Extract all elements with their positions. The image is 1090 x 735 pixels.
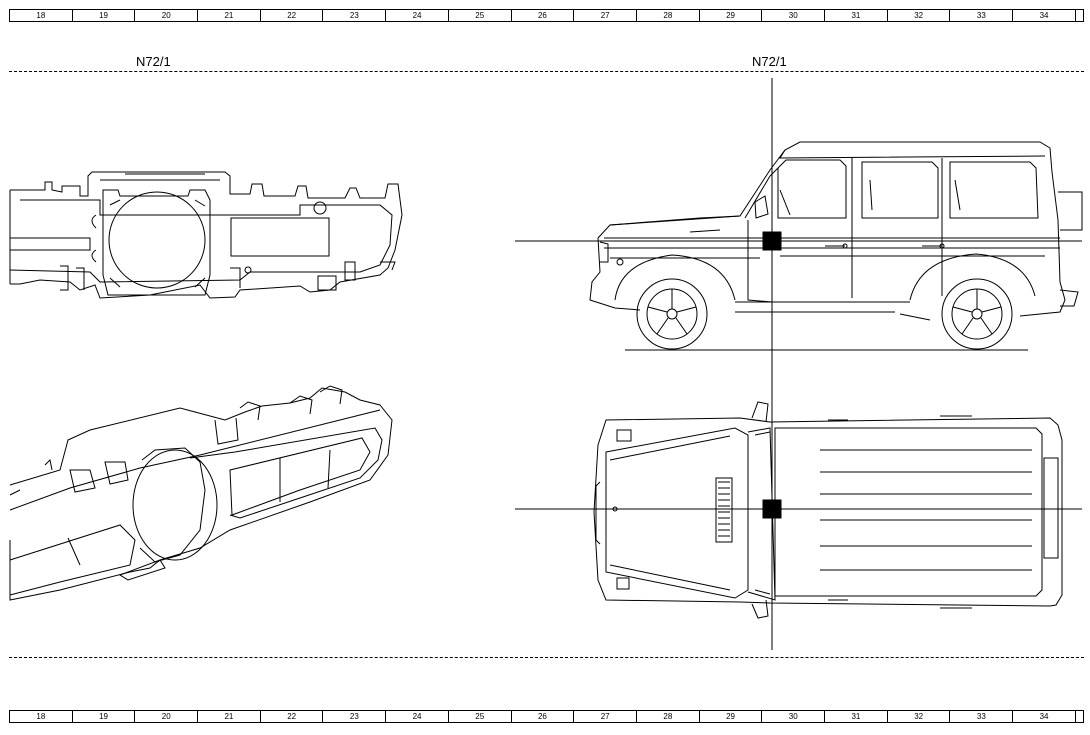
ruler-bottom-cell-28: 28 <box>637 711 700 722</box>
vehicle-top-view <box>593 401 1063 619</box>
component-location-marker-side <box>762 231 782 251</box>
ruler-bottom-cell-25: 25 <box>449 711 512 722</box>
ruler-bottom-cell-20: 20 <box>135 711 199 722</box>
ruler-top-cell-33: 33 <box>951 10 1014 21</box>
ruler-top-cell-18: 18 <box>10 10 73 21</box>
component-location-marker-top <box>762 499 782 519</box>
ruler-bottom-cell-22: 22 <box>261 711 324 722</box>
ruler-top-cell-32: 32 <box>888 10 951 21</box>
ruler-top-cell-25: 25 <box>449 10 512 21</box>
ruler-bottom-cell-26: 26 <box>512 711 575 722</box>
ruler-bottom-cell-31: 31 <box>825 711 888 722</box>
ruler-bottom-cell-32: 32 <box>888 711 951 722</box>
ruler-top-cell-20: 20 <box>135 10 199 21</box>
ruler-top-cell-22: 22 <box>261 10 324 21</box>
location-crosshairs <box>515 78 1082 650</box>
ruler-bottom-cell-34: 34 <box>1013 711 1076 722</box>
ruler-bottom-cell-23: 23 <box>324 711 387 722</box>
ruler-top-cell-26: 26 <box>512 10 575 21</box>
component-label-right: N72/1 <box>752 54 787 69</box>
ruler-bottom-cell-21: 21 <box>198 711 261 722</box>
lower-dashed-divider <box>9 657 1084 658</box>
ruler-top-cell-21: 21 <box>198 10 261 21</box>
ruler-bottom-cell-30: 30 <box>762 711 826 722</box>
ruler-bottom-cell-27: 27 <box>574 711 637 722</box>
ruler-top-cell-19: 19 <box>73 10 136 21</box>
ruler-bottom-cell-18: 18 <box>10 711 73 722</box>
ruler-bottom-cell-33: 33 <box>951 711 1014 722</box>
ruler-bottom-cell-24: 24 <box>386 711 449 722</box>
control-panel-perspective-view <box>9 385 393 601</box>
ruler-top-cell-30: 30 <box>762 10 826 21</box>
vehicle-side-view <box>589 141 1083 351</box>
ruler-bottom-cell-29: 29 <box>700 711 763 722</box>
ruler-bottom-cell-19: 19 <box>73 711 136 722</box>
ruler-top-cell-28: 28 <box>637 10 700 21</box>
ruler-top-cell-23: 23 <box>324 10 387 21</box>
ruler-top-cell-34: 34 <box>1013 10 1076 21</box>
ruler-top-cell-27: 27 <box>574 10 637 21</box>
ruler-top-cell-24: 24 <box>386 10 449 21</box>
upper-dashed-divider <box>9 71 1084 72</box>
ruler-top-cell-31: 31 <box>825 10 888 21</box>
ruler-top-cell-29: 29 <box>700 10 763 21</box>
control-panel-front-view <box>9 171 403 299</box>
component-label-left: N72/1 <box>136 54 171 69</box>
